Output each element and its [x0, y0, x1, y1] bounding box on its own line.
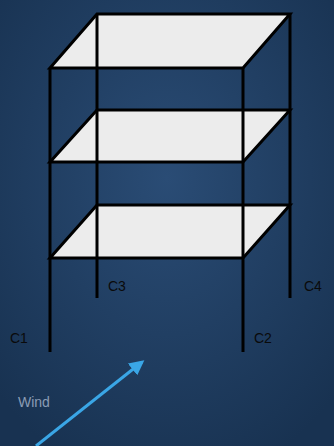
column — [289, 14, 292, 298]
columns — [50, 14, 290, 352]
wind-arrow — [36, 362, 142, 446]
column-label: C3 — [108, 278, 126, 294]
column-label: C2 — [254, 330, 272, 346]
column-label: C4 — [304, 278, 322, 294]
roof-slab — [50, 14, 290, 68]
column-label: C1 — [10, 330, 28, 346]
column — [242, 68, 245, 352]
column — [96, 14, 99, 298]
floor-slab — [50, 110, 290, 162]
column — [49, 68, 52, 352]
wind-label: Wind — [18, 394, 50, 410]
slabs — [50, 14, 290, 258]
floor-slab — [50, 205, 290, 258]
